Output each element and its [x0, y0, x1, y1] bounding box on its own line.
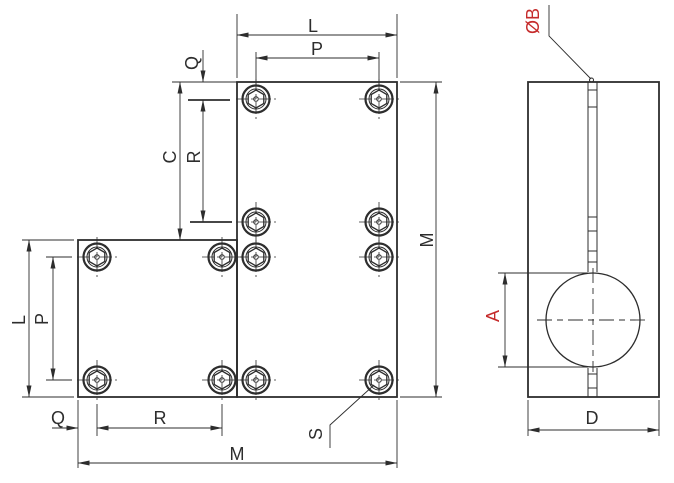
- dim-label-left-height: L: [9, 315, 29, 325]
- dim-label-left-pitch: P: [32, 313, 52, 325]
- dim-label-center-height: C: [160, 151, 180, 164]
- dim-center-height: C: [160, 81, 183, 241]
- dim-label-clamp-bore: A: [483, 310, 503, 322]
- dim-depth: D: [527, 400, 660, 436]
- dim-top-width: L: [236, 14, 398, 78]
- dim-left-pitch: P: [32, 256, 72, 381]
- dim-top-pitch: P: [255, 39, 380, 86]
- socket-head-screw: [234, 200, 278, 244]
- dim-label-top-width: L: [308, 16, 318, 36]
- screw-callout: S: [306, 384, 375, 448]
- lower-plate-outline: [77, 239, 238, 398]
- side-view-outline: [527, 81, 660, 398]
- dim-label-overall-width: M: [230, 444, 245, 464]
- socket-head-screw: [75, 358, 119, 402]
- bore-leader-line: [548, 5, 592, 80]
- dim-label-top-edge-offset: Q: [182, 56, 202, 70]
- dim-label-vertical-pitch: R: [184, 151, 204, 164]
- dim-top-edge-offset: Q: [172, 50, 237, 101]
- dim-vertical-pitch: R: [184, 99, 232, 223]
- dim-label-depth: D: [586, 408, 599, 428]
- bore-diameter-callout: ØB: [523, 5, 594, 83]
- screw-leader-line: [329, 384, 375, 448]
- screw-callout-label: S: [306, 428, 326, 440]
- front-view: L P Q C R: [9, 14, 442, 468]
- dim-label-top-pitch: P: [311, 39, 323, 59]
- socket-head-screw: [200, 235, 244, 279]
- socket-head-screw: [75, 235, 119, 279]
- dim-bottom-edge-offset: Q: [51, 400, 98, 468]
- dim-label-overall-height: M: [417, 233, 437, 248]
- dim-label-bottom-edge-offset: Q: [51, 408, 65, 428]
- upper-plate-outline: [236, 81, 398, 398]
- socket-head-screw: [200, 358, 244, 402]
- bore-diameter-label: ØB: [523, 8, 543, 34]
- socket-head-screw: [357, 358, 401, 402]
- socket-head-screw: [357, 200, 401, 244]
- socket-head-screw: [357, 235, 401, 279]
- dim-clamp-bore: A: [483, 272, 588, 368]
- dim-left-height: L: [9, 239, 74, 398]
- dim-overall-height: M: [400, 81, 442, 398]
- side-view: ØB A D: [483, 5, 660, 436]
- dim-label-bottom-pitch: R: [154, 408, 167, 428]
- leader-dot: [589, 77, 594, 83]
- dim-bottom-pitch: R: [96, 404, 223, 436]
- dim-overall-width: M: [77, 400, 398, 468]
- parting-line-slot: [587, 82, 598, 397]
